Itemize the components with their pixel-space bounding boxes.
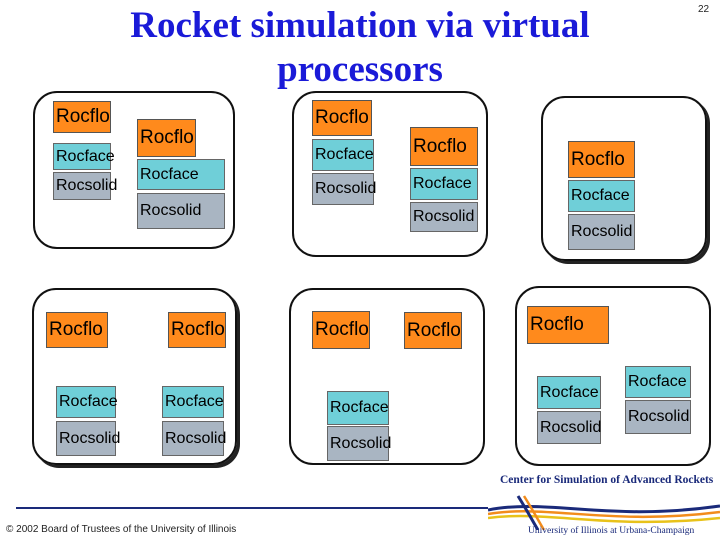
page-number: 22 [698,4,710,15]
rocsolid-box: Rocsolid [327,426,391,461]
processor-4 [32,288,237,465]
rocflo-box: Rocflo [137,119,196,157]
rocsolid-box: Rocsolid [56,421,120,456]
rocflo-box: Rocflo [527,306,609,344]
processor-3 [541,96,707,261]
processor-1 [33,91,235,249]
rocface-box: Rocface [568,180,635,212]
rocflo-box: Rocflo [53,101,111,133]
rocflo-box: Rocflo [568,141,635,178]
rocface-box: Rocface [410,168,478,200]
rocface-box: Rocface [312,139,374,171]
rocsolid-box: Rocsolid [53,172,117,200]
rocsolid-box: Rocsolid [162,421,226,456]
rocface-box: Rocface [137,159,225,190]
rocsolid-box: Rocsolid [312,173,376,205]
rocflo-box: Rocflo [312,100,372,136]
rocface-box: Rocface [327,391,389,425]
slide-title: Rocket simulation via virtual processors [130,5,590,90]
rocsolid-box: Rocsolid [625,400,691,434]
rocflo-box: Rocflo [404,312,462,349]
university-name: University of Illinois at Urbana-Champai… [528,526,695,536]
copyright-footer: © 2002 Board of Trustees of the Universi… [6,524,237,535]
processor-5 [289,288,485,465]
processor-6 [515,286,711,466]
rocface-box: Rocface [53,143,115,170]
rocface-box: Rocface [537,376,601,409]
center-name: Center for Simulation of Advanced Rocket… [500,474,714,486]
rocsolid-box: Rocsolid [137,193,225,229]
footer-rule [16,507,488,509]
csar-logo-swoosh-icon [488,495,720,530]
rocface-box: Rocface [625,366,691,398]
rocflo-box: Rocflo [46,312,108,348]
rocflo-box: Rocflo [168,312,226,348]
rocface-box: Rocface [56,386,118,418]
rocsolid-box: Rocsolid [537,411,601,444]
rocsolid-box: Rocsolid [568,214,635,250]
rocflo-box: Rocflo [410,127,478,166]
rocflo-box: Rocflo [312,311,370,349]
rocface-box: Rocface [162,386,224,418]
rocsolid-box: Rocsolid [410,202,478,232]
processor-2 [292,91,488,257]
